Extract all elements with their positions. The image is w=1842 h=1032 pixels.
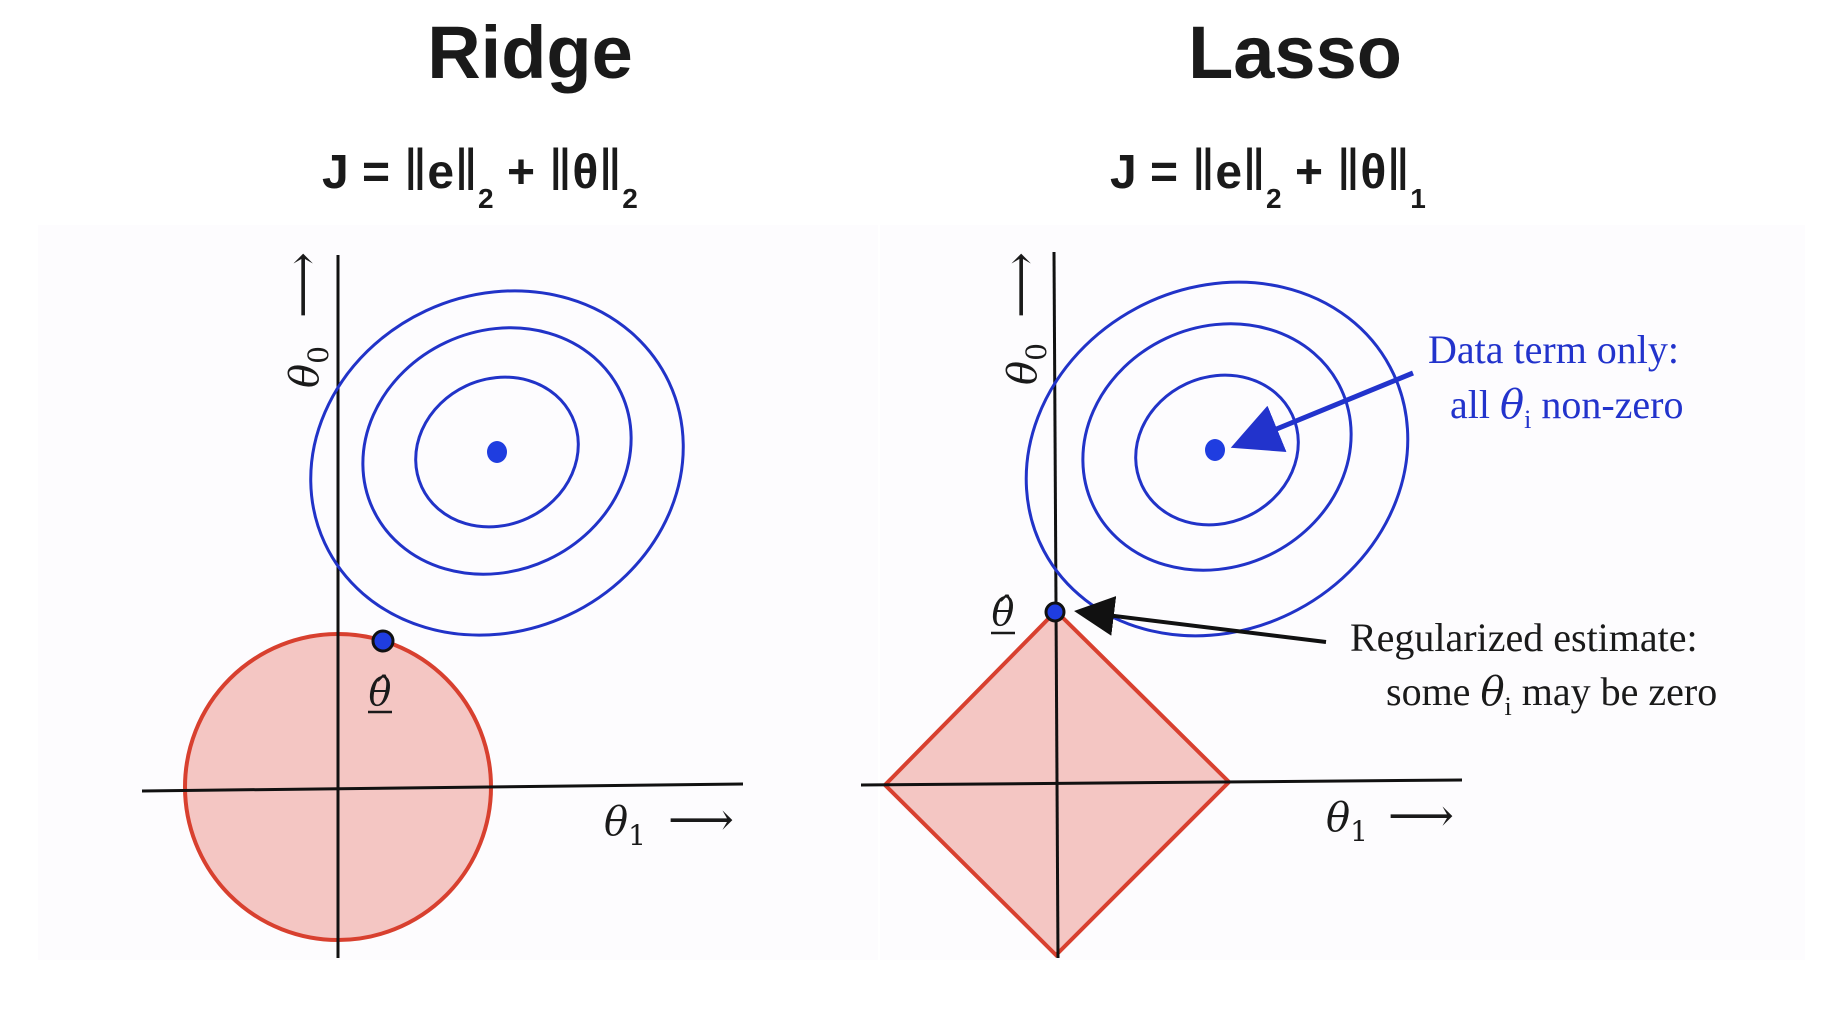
ridge-y-axis-arrow: ⟶: [275, 252, 329, 318]
formula-e-subscript: 2: [1266, 183, 1282, 214]
ridge-y-axis-label: θ0: [282, 346, 335, 388]
ridge-contour-2: [361, 326, 633, 576]
data-term-arrow: [1230, 370, 1414, 452]
formula-plus: +: [506, 146, 535, 199]
lasso-contour-outer: [1024, 280, 1410, 638]
regularized-annotation-line1: Regularized estimate:: [1350, 615, 1698, 660]
formula-plus: +: [1294, 146, 1323, 199]
lasso-unregularized-minimum-point: [1205, 439, 1225, 461]
formula-theta-subscript: 2: [622, 183, 638, 214]
lasso-estimate-label: θ̂: [992, 590, 1015, 634]
regularized-estimate-arrow: [1074, 596, 1327, 644]
formula-j: J =: [1110, 146, 1179, 199]
ridge-x-axis-arrow: ⟶: [668, 792, 734, 846]
lasso-x-axis-arrow: ⟶: [1388, 788, 1454, 842]
lasso-contour-3: [1134, 373, 1300, 527]
ridge-contour-outer: [309, 289, 685, 637]
ridge-title: Ridge: [427, 11, 633, 94]
ridge-formula: J = ‖e‖2 + ‖θ‖2: [322, 138, 638, 214]
formula-e-subscript: 2: [478, 183, 494, 214]
ridge-estimate-label: θ̂: [369, 670, 392, 714]
formula-e: e: [427, 146, 455, 199]
formula-theta: θ: [1360, 146, 1387, 199]
lasso-formula: J = ‖e‖2 + ‖θ‖1: [1110, 138, 1426, 214]
ridge-x-axis-label: θ1: [604, 799, 646, 852]
formula-theta: θ: [572, 146, 599, 199]
regularized-annotation-line2: some θi may be zero: [1386, 669, 1717, 721]
lasso-y-axis-label: θ0: [1000, 343, 1053, 385]
lasso-loss-contours: [1024, 280, 1410, 638]
lasso-y-axis-arrow: ⟶: [993, 252, 1047, 318]
lasso-contour-2: [1081, 322, 1353, 572]
lasso-estimate-point: [1044, 601, 1066, 623]
ridge-diagram: θ̂ θ0 ⟶ θ1 ⟶: [141, 252, 744, 958]
ridge-contour-3: [414, 375, 580, 529]
ridge-x-axis: [141, 782, 744, 793]
data-term-annotation-line2: all θi non-zero: [1450, 382, 1683, 434]
formula-j: J =: [322, 146, 391, 199]
lasso-diagram: θ̂ θ0 ⟶ θ1 ⟶ Data term only: all θi non-…: [860, 251, 1717, 959]
lasso-title: Lasso: [1188, 11, 1402, 94]
ridge-loss-contours: [309, 289, 685, 637]
data-term-annotation-line1: Data term only:: [1428, 327, 1679, 372]
ridge-unregularized-minimum-point: [487, 441, 507, 463]
lasso-x-axis-label: θ1: [1326, 795, 1368, 848]
ridge-estimate-point: [371, 629, 395, 653]
lasso-x-axis: [860, 778, 1463, 787]
formula-theta-subscript: 1: [1410, 183, 1426, 214]
formula-e: e: [1215, 146, 1243, 199]
